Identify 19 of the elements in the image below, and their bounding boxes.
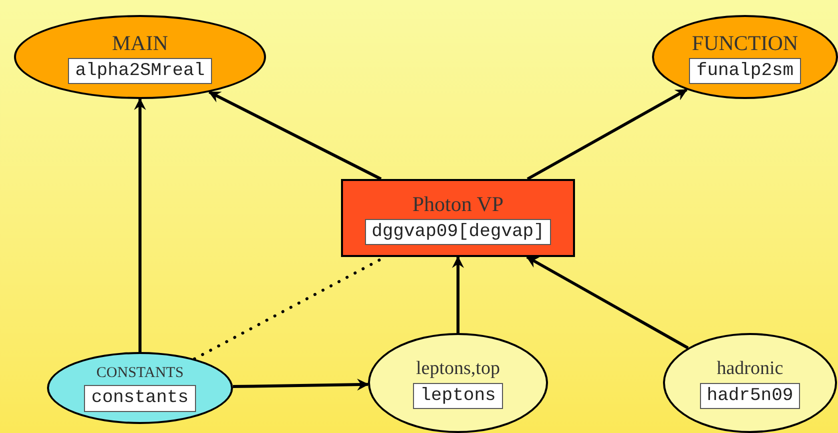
routine-name: alpha2SMreal <box>68 58 212 84</box>
module-title: MAIN <box>112 30 168 56</box>
module-box <box>341 179 575 257</box>
arrow <box>208 90 382 180</box>
module-title: hadronic <box>716 356 784 381</box>
routine-name: leptons <box>413 382 503 410</box>
module-title: Photon VP <box>412 190 504 217</box>
routine-name: funalp2sm <box>689 58 801 84</box>
routine-name: constants <box>84 385 196 412</box>
module-title: FUNCTION <box>692 30 798 56</box>
arrow <box>526 256 689 350</box>
routine-name: hadr5n09 <box>700 382 800 410</box>
module-title: leptons,top <box>416 356 500 381</box>
arrow <box>134 98 146 352</box>
arrow <box>452 256 464 333</box>
arrow <box>232 378 370 391</box>
module-title: CONSTANTS <box>96 364 184 384</box>
routine-name: dggvap09[degvap] <box>364 218 552 246</box>
arrow <box>526 88 688 180</box>
